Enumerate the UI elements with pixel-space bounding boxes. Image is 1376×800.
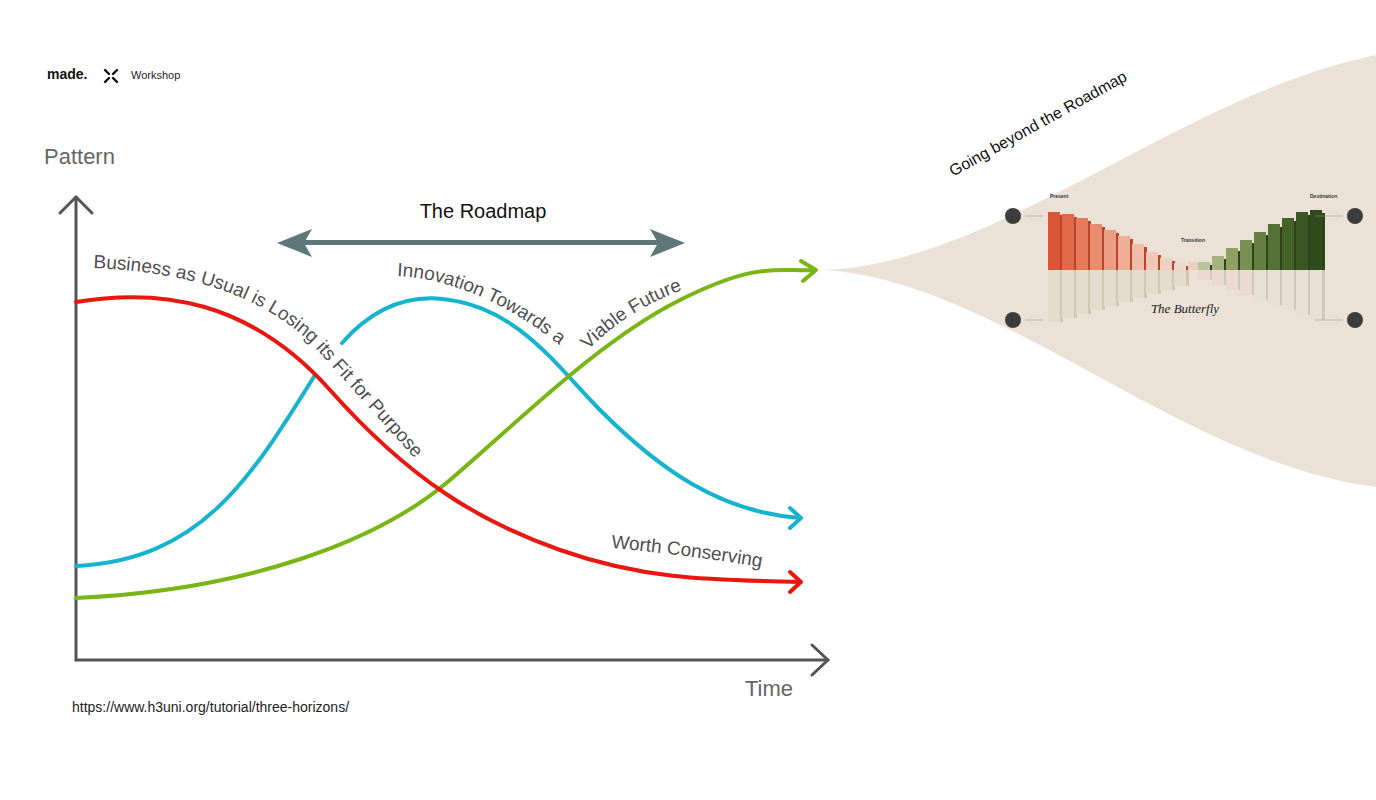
chart-part — [76, 297, 800, 582]
butterfly-bar — [1254, 232, 1266, 270]
butterfly-leader — [1315, 216, 1343, 217]
butterfly-bar — [1226, 270, 1238, 290]
butterfly-bar — [1296, 270, 1308, 315]
butterfly-bar — [1146, 252, 1158, 270]
chart-part — [76, 375, 315, 566]
butterfly-bar — [1062, 270, 1074, 318]
butterfly-bar — [1132, 244, 1144, 270]
chart-part — [60, 197, 92, 213]
horizon-label: Viable Future — [576, 274, 684, 353]
axis-title: Time — [745, 677, 793, 701]
header-label: Workshop — [131, 69, 180, 81]
butterfly-bar — [1076, 218, 1088, 270]
horizon-label: Viable Future — [576, 274, 684, 353]
axes — [60, 197, 828, 675]
butterfly-bar — [1090, 270, 1102, 310]
butterfly-bar — [1240, 270, 1252, 295]
butterfly-bar — [1198, 262, 1210, 270]
logo-cross — [105, 70, 117, 82]
horizon-label: Business as Usual is Losing its Fit for … — [93, 251, 428, 461]
butterfly-label: Present — [1050, 194, 1068, 200]
chart-part — [113, 70, 117, 74]
butterfly-bar — [1186, 270, 1189, 286]
butterfly-bar — [1048, 270, 1060, 322]
brand-logo: made. — [47, 67, 87, 82]
butterfly-bar — [1198, 270, 1210, 280]
curves — [76, 261, 816, 598]
butterfly-bar — [1322, 270, 1325, 320]
butterfly-bar — [1322, 213, 1325, 270]
chart-part — [76, 659, 828, 662]
chart-part — [277, 229, 312, 257]
butterfly-leader — [1315, 320, 1343, 321]
chart-part — [105, 78, 109, 82]
butterfly-bar — [1118, 236, 1130, 270]
butterfly-bar — [1076, 270, 1088, 314]
butterfly-bar — [1282, 270, 1294, 310]
chart-part — [801, 261, 816, 281]
horizon-label: Business as Usual is Losing its Fit for … — [93, 251, 428, 461]
chart-part — [296, 240, 668, 245]
chart-part — [650, 229, 685, 257]
fan-title: Going beyond the Roadmap — [946, 68, 1130, 180]
chart-part — [342, 298, 800, 518]
chart-part — [790, 508, 801, 528]
butterfly-illustration — [1005, 208, 1363, 328]
butterfly-bar — [1118, 270, 1130, 302]
butterfly-bar — [1254, 270, 1266, 300]
butterfly-bar — [1048, 212, 1060, 270]
butterfly-bar — [1310, 270, 1322, 320]
chart-part — [812, 645, 828, 675]
butterfly-bar — [1062, 214, 1074, 270]
horizon-label: Worth Conserving — [611, 531, 765, 571]
butterfly-bar — [1268, 270, 1280, 305]
butterfly-bar — [1282, 218, 1294, 270]
curved-labels: Business as Usual is Losing its Fit for … — [93, 251, 764, 571]
butterfly-bar — [1212, 270, 1224, 285]
butterfly-bar — [1104, 230, 1116, 270]
butterfly-label: Transition — [1181, 238, 1205, 244]
butterfly-bar — [1296, 212, 1308, 270]
horizon-label: Innovation Towards a — [397, 259, 571, 348]
fan-shape — [826, 55, 1376, 487]
butterfly-bar — [1174, 270, 1186, 286]
roadmap-title: The Roadmap — [420, 200, 547, 222]
butterfly-bar — [1174, 263, 1186, 270]
butterfly-bar — [1146, 270, 1158, 294]
butterfly-bar — [1268, 224, 1280, 270]
butterfly-bar — [1240, 240, 1252, 270]
chart-part — [76, 270, 815, 598]
butterfly-icon — [1005, 208, 1021, 224]
chart-part — [105, 70, 109, 74]
butterfly-bar — [1104, 270, 1116, 306]
butterfly-bar — [1160, 270, 1172, 290]
butterfly-bar — [1160, 258, 1172, 270]
butterfly-icon — [1347, 208, 1363, 224]
chart-part — [75, 197, 78, 660]
butterfly-icon — [1347, 312, 1363, 328]
butterfly-bar — [1090, 224, 1102, 270]
butterfly-label: Destination — [1310, 194, 1337, 200]
horizon-label: Innovation Towards a — [397, 259, 571, 348]
butterfly-title: The Butterfly — [1151, 302, 1219, 316]
roadmap-arrow — [277, 229, 685, 257]
butterfly-bar — [1188, 262, 1198, 270]
butterfly-icon — [1005, 312, 1021, 328]
chart-part — [790, 572, 801, 592]
butterfly-bar — [1226, 248, 1238, 270]
butterfly-leader — [1025, 320, 1043, 321]
horizon-label: Worth Conserving — [611, 531, 765, 571]
source-url: https://www.h3uni.org/tutorial/three-hor… — [72, 700, 349, 715]
butterfly-bar — [1310, 210, 1322, 270]
butterfly-bar — [1132, 270, 1144, 298]
butterfly-leader — [1025, 216, 1043, 217]
axis-title: Pattern — [44, 145, 115, 169]
butterfly-bar — [1212, 256, 1224, 270]
chart-part — [113, 78, 117, 82]
